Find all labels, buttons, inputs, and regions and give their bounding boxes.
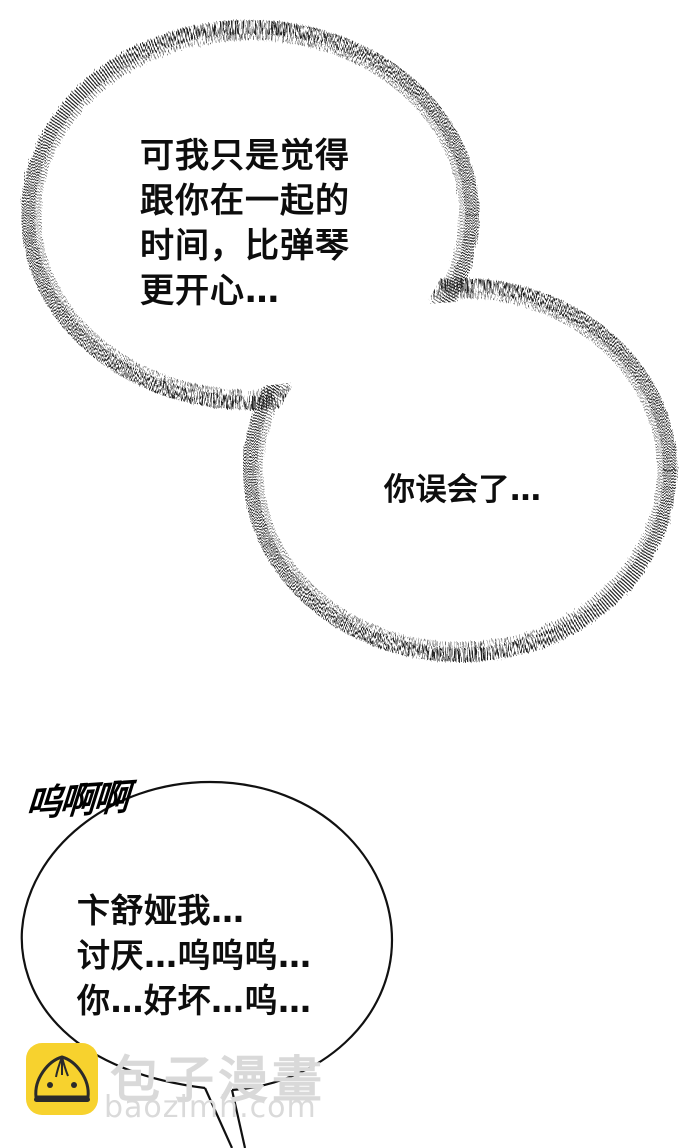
bubble-3-text: 卞舒娅我… 讨厌…呜呜呜… 你…好坏…呜… — [77, 891, 312, 1020]
round-bubble-outline — [20, 780, 394, 1148]
bubble-1-text: 可我只是觉得 跟你在一起的 时间，比弹琴 更开心… — [140, 136, 350, 311]
spiky-bubble-1-outline — [21, 20, 479, 410]
bubble-2-text: 你误会了… — [384, 472, 542, 508]
bun-mascot-icon — [26, 1043, 98, 1115]
sound-effect: 呜啊啊 — [24, 776, 130, 826]
spiky-bubble-2-outline — [243, 278, 677, 662]
watermark-title: 包子漫畫 — [110, 1051, 326, 1109]
watermark-url: baozimh.com — [104, 1090, 317, 1125]
